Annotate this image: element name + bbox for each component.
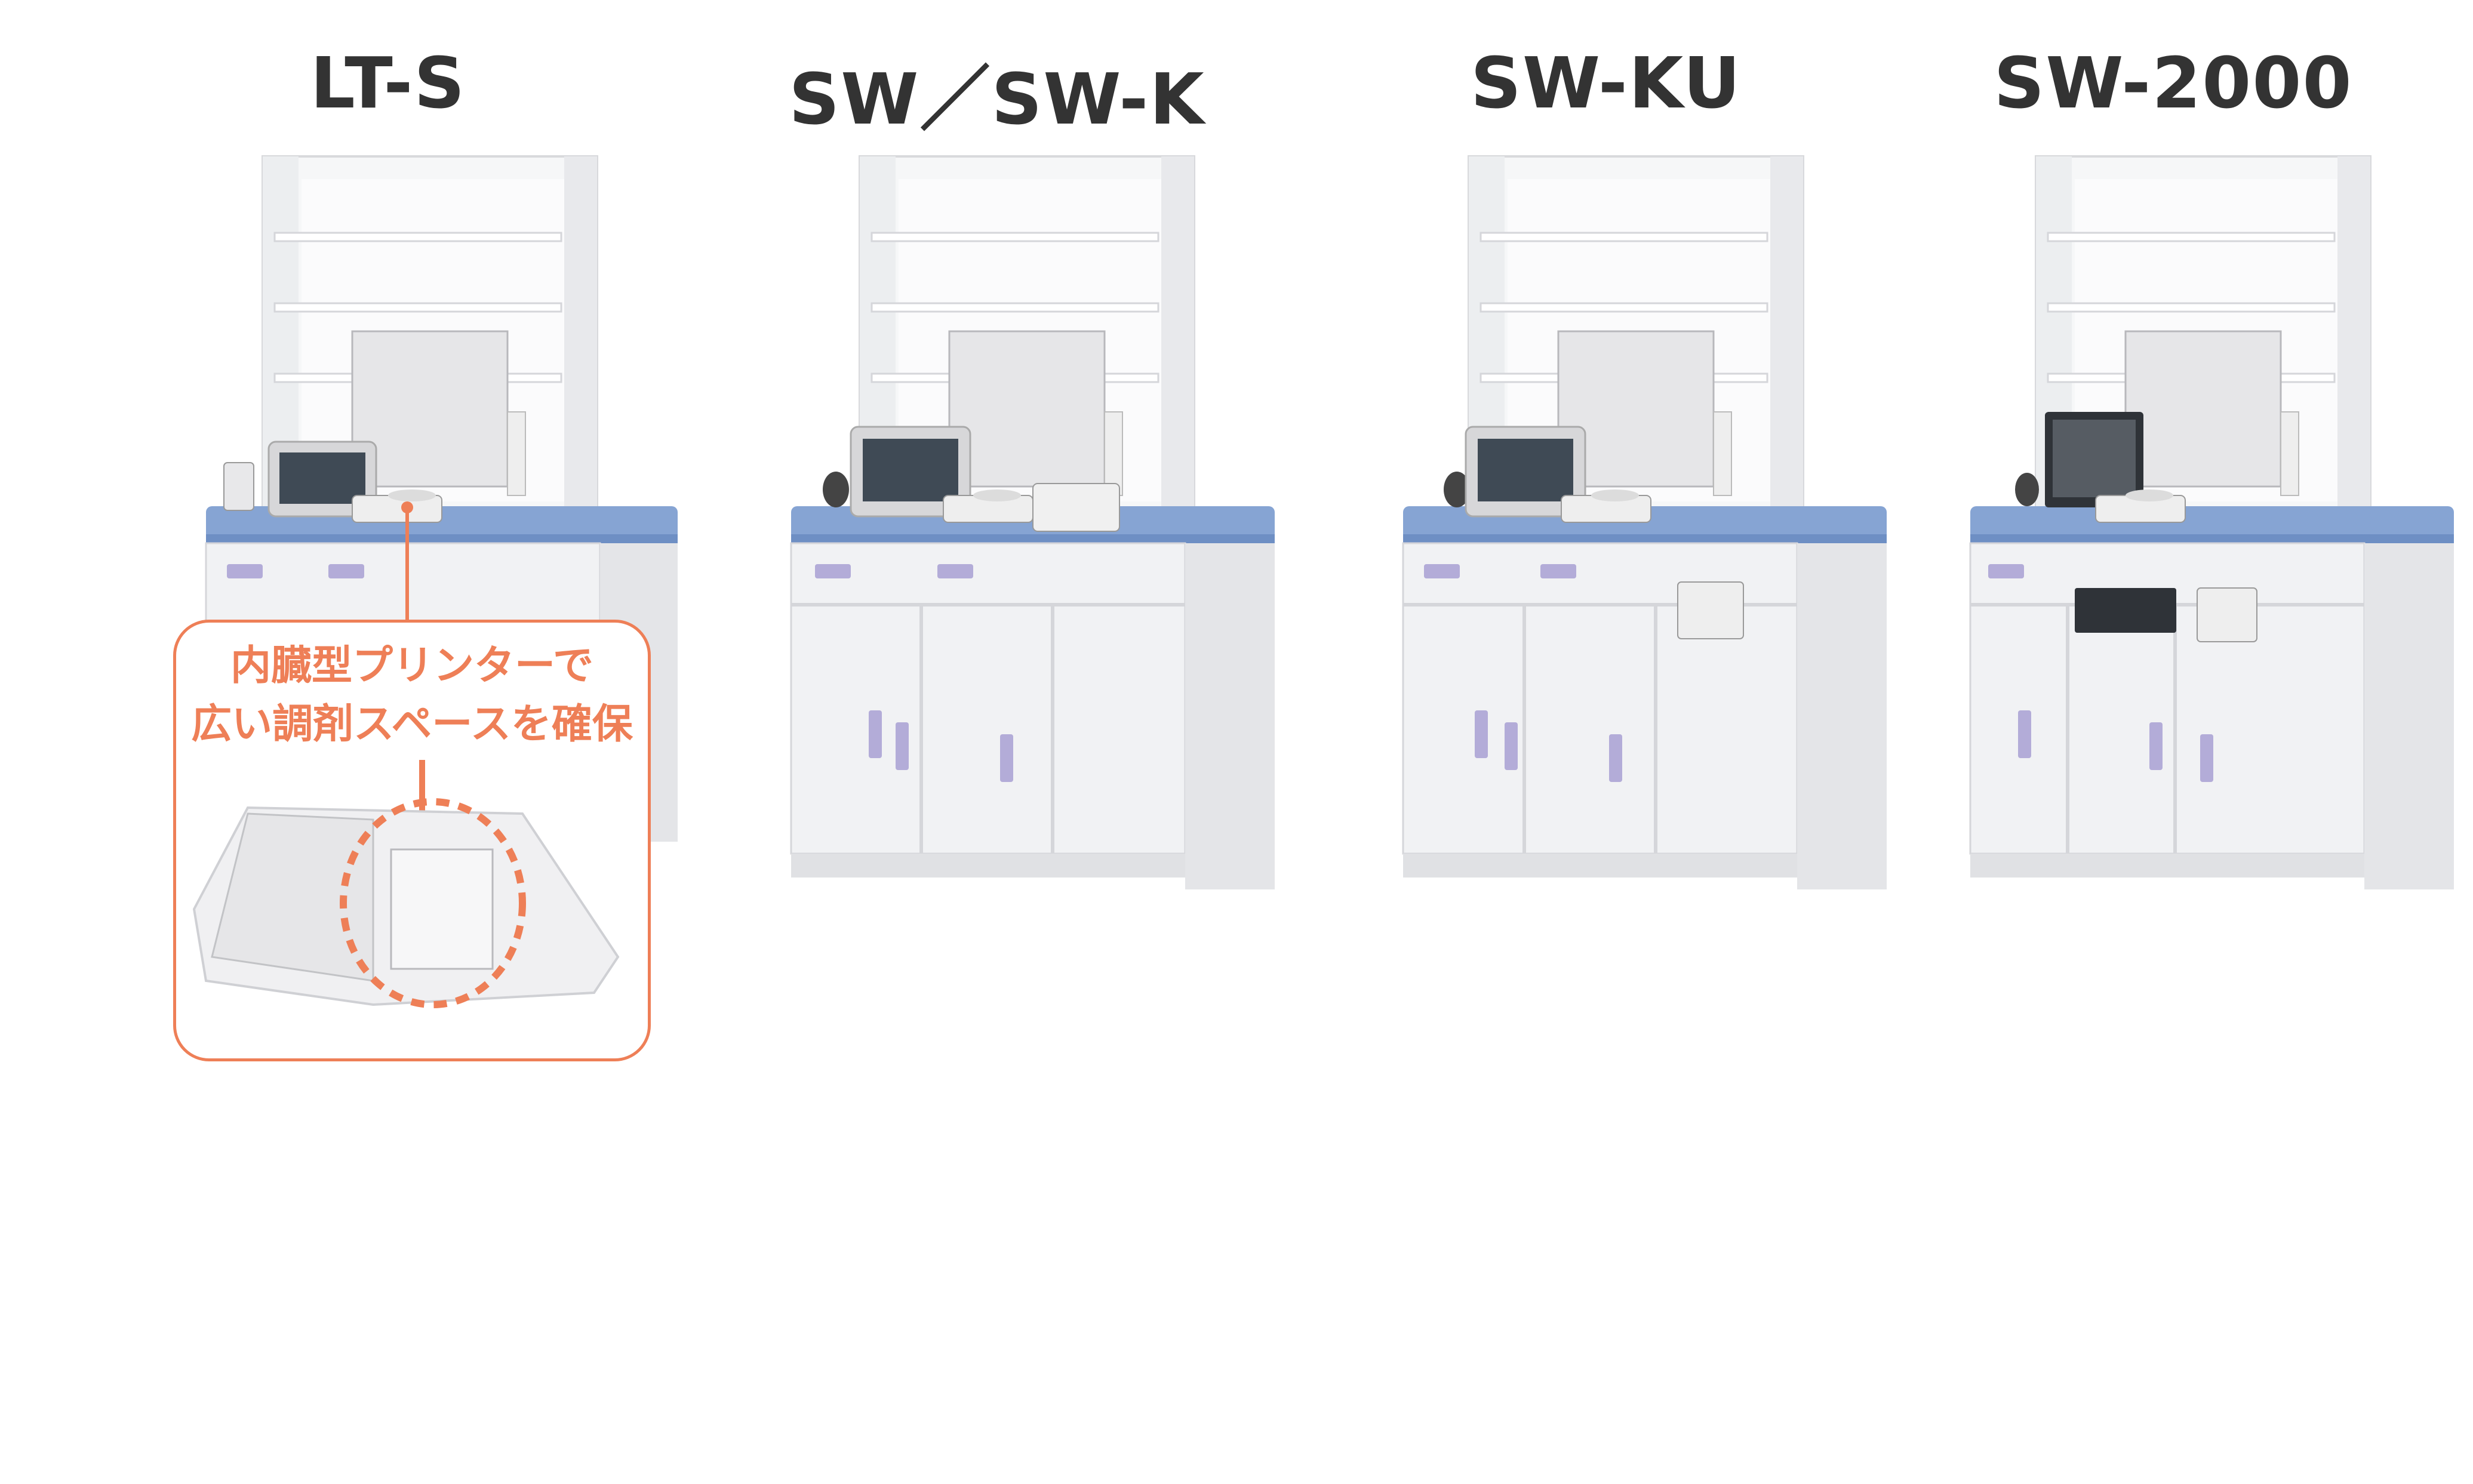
scale-icon	[352, 489, 442, 523]
callout-line-2: 広い調剤スペースを確保	[191, 701, 633, 748]
model-sw: SW／SW-K	[699, 0, 1296, 1015]
scale-icon	[943, 489, 1034, 523]
callout-built-in-printer: 内臓型プリンターで 広い調剤スペースを確保	[173, 620, 651, 1061]
model-sw-2000: SW-2000	[1875, 0, 2472, 1015]
sw-ku-cabinet-illustration	[1402, 155, 1887, 889]
sw-2000-cabinet-illustration	[1969, 155, 2454, 889]
callout-text: 内臓型プリンターで 広い調剤スペースを確保	[176, 637, 648, 754]
printer-icon	[2197, 587, 2257, 642]
monitor-icon	[267, 441, 377, 518]
printer-closeup-illustration	[192, 760, 620, 1008]
drawer-slot	[2075, 588, 2176, 633]
model-title-sw: SW／SW-K	[789, 58, 1205, 140]
printer-icon	[1677, 581, 1744, 639]
monitor-icon	[2045, 412, 2143, 507]
model-title-sw-ku: SW-KU	[1471, 42, 1742, 124]
monitor-icon	[850, 426, 971, 518]
model-title-lt-s: LT-S	[310, 42, 466, 124]
scale-icon	[2095, 489, 2186, 523]
printer-icon	[223, 462, 254, 511]
model-lt-s: LT-S 内臓型プリンターで	[90, 0, 687, 1061]
callout-line-1: 内臓型プリンターで	[230, 642, 593, 689]
model-title-sw-2000: SW-2000	[1994, 42, 2353, 124]
scanner-icon	[2015, 473, 2039, 506]
callout-pointer	[401, 501, 413, 621]
monitor-icon	[1465, 426, 1586, 518]
scanner-icon	[823, 472, 849, 507]
printer-icon	[1032, 483, 1120, 532]
model-sw-ku: SW-KU	[1308, 0, 1905, 1015]
scale-icon	[1561, 489, 1651, 523]
sw-cabinet-illustration	[790, 155, 1275, 889]
lt-s-cabinet-illustration	[205, 155, 678, 842]
scanner-icon	[1444, 472, 1470, 507]
drawer-handle	[227, 564, 263, 578]
